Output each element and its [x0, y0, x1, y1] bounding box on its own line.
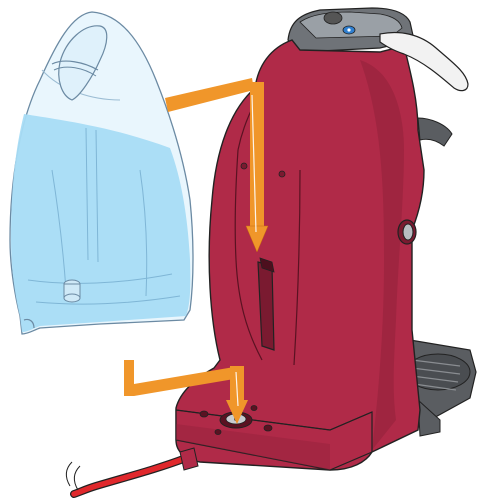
coffee-machine-icon [176, 8, 476, 470]
power-cable-icon [66, 448, 198, 494]
water-tank-icon [10, 12, 193, 334]
side-button [398, 220, 416, 244]
tank-water [11, 114, 190, 332]
tank-valve [64, 280, 80, 302]
